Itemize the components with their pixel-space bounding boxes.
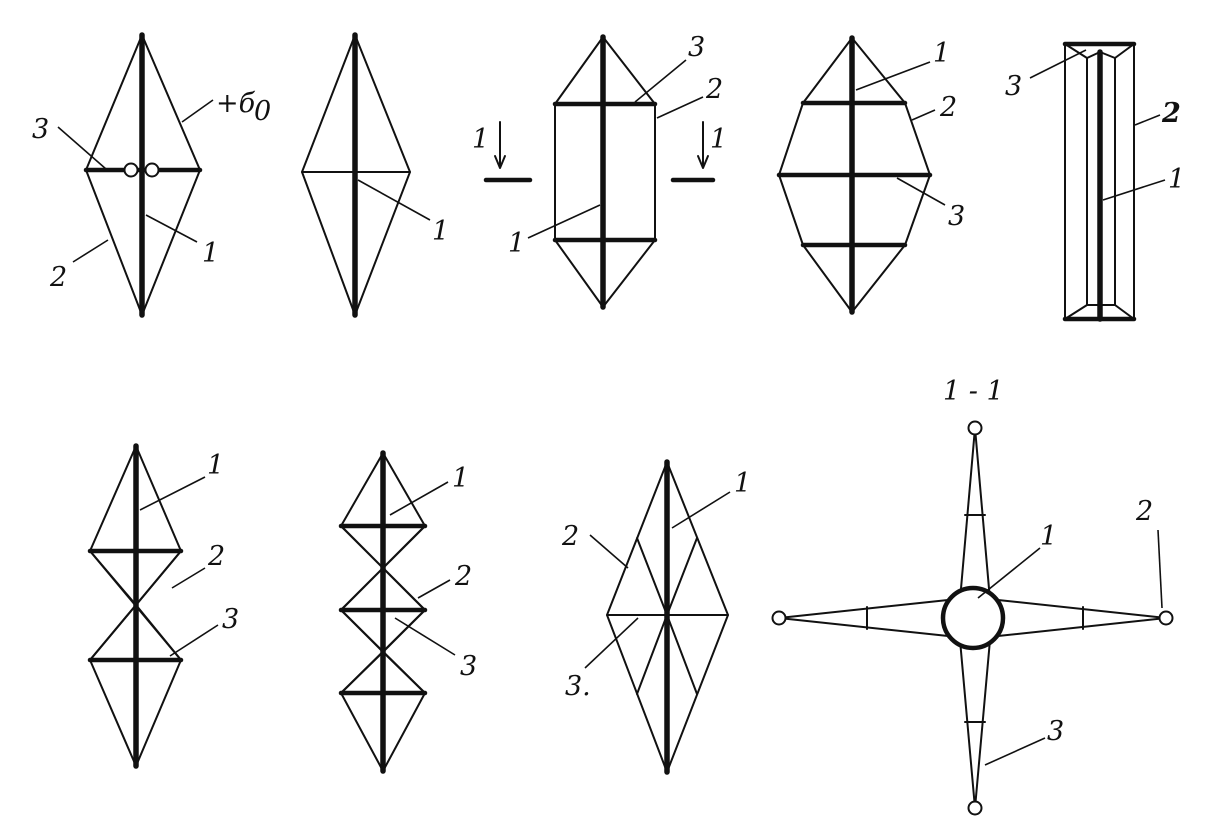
section-node-top — [967, 420, 983, 436]
fig6-label-3: 3 — [222, 604, 239, 635]
section-core-tube — [940, 585, 1006, 651]
fig8-leader-1 — [671, 491, 731, 529]
fig6-leader-1 — [139, 476, 206, 511]
fig1-leader-2 — [72, 239, 109, 263]
fig1-label-1: 1 — [202, 238, 219, 269]
figure-3-prism-column: 3 2 1 1 1 — [472, 32, 727, 310]
fig1-leader-3 — [57, 126, 107, 170]
section-arm-left — [778, 599, 949, 637]
fig3-label-1: 1 — [508, 228, 525, 259]
fig3-leader-1 — [527, 204, 601, 239]
fig8-brace-upper-left — [636, 537, 668, 616]
fig2-label-1: 1 — [432, 216, 449, 247]
fig7-label-2: 2 — [454, 561, 472, 592]
figure-4-polygonal-column: 1 2 3 — [776, 35, 965, 315]
fig8-brace-lower-right — [666, 614, 698, 695]
fig5-label-2: 2 — [1161, 98, 1181, 129]
fig1-leader-b0 — [181, 99, 214, 123]
fig7-leader-1 — [389, 481, 449, 516]
figure-2-diamond-column: 1 — [301, 32, 449, 318]
fig4-label-1: 1 — [933, 38, 950, 69]
section-node-bottom — [967, 800, 983, 816]
section-leader-3 — [984, 737, 1046, 766]
fig7-label-1: 1 — [452, 463, 469, 494]
fig1-label-b0-subscript: 0 — [254, 96, 271, 127]
fig3-label-3: 3 — [688, 32, 705, 63]
fig3-label-2: 2 — [705, 74, 723, 105]
fig7-leader-3 — [394, 617, 456, 656]
fig4-label-2: 2 — [939, 92, 957, 123]
section-leader-1 — [977, 547, 1041, 599]
fig1-leader-1 — [145, 214, 198, 243]
fig4-leader-3 — [896, 177, 946, 206]
fig6-label-1: 1 — [207, 450, 224, 481]
section-label-2: 2 — [1135, 496, 1153, 527]
fig3-leader-2 — [656, 96, 704, 119]
fig3-section-cut-right: 1 — [670, 121, 727, 183]
fig6-leader-3 — [169, 624, 219, 657]
fig7-leader-2 — [417, 579, 451, 599]
fig1-label-3: 3 — [32, 114, 49, 145]
fig8-label-1: 1 — [734, 468, 751, 499]
section-title: 1 - 1 — [943, 376, 1004, 407]
fig4-label-3: 3 — [948, 201, 965, 232]
fig6-leader-2 — [171, 567, 206, 589]
fig8-leader-2 — [589, 534, 629, 569]
fig3-cut-label-left: 1 — [472, 124, 489, 155]
fig1-label-b0: +б — [216, 88, 256, 119]
figure-7-triple-diamond-column: 1 2 3 — [338, 450, 477, 774]
section-node-left — [771, 610, 787, 626]
fig5-leader-2 — [1134, 114, 1161, 126]
section-node-right — [1158, 610, 1174, 626]
fig5-label-3: 3 — [1005, 71, 1022, 102]
fig5-label-1: 1 — [1168, 164, 1185, 195]
figure-6-double-diamond-column: 1 2 3 — [87, 443, 239, 769]
fig4-leader-1 — [855, 61, 931, 91]
fig6-label-2: 2 — [207, 541, 225, 572]
fig8-brace-upper-right — [666, 537, 698, 616]
fig5-leader-1 — [1102, 179, 1166, 201]
figure-8-braced-diamond-column: 1 2 3. — [561, 459, 751, 775]
section-1-1-cross: 1 - 1 1 2 3 — [771, 376, 1174, 816]
fig3-leader-3 — [634, 59, 687, 103]
fig5-leader-3 — [1029, 49, 1087, 79]
fig8-brace-lower-left — [636, 614, 668, 695]
fig1-hinge-left — [123, 162, 139, 178]
fig4-leader-2 — [911, 109, 936, 121]
section-label-3: 3 — [1047, 716, 1064, 747]
fig3-section-cut-left: 1 — [472, 121, 533, 183]
section-leader-2 — [1157, 529, 1163, 609]
fig1-label-2: 2 — [49, 262, 67, 293]
fig2-leader-1 — [357, 179, 431, 221]
fig8-label-3: 3. — [565, 671, 591, 702]
fig1-hinge-right — [144, 162, 160, 178]
fig8-label-2: 2 — [561, 521, 579, 552]
section-label-1: 1 — [1040, 521, 1057, 552]
section-arm-bottom — [959, 639, 991, 809]
fig3-cut-label-right: 1 — [710, 124, 727, 155]
figure-5-rectangular-column: 3 2 1 — [1005, 41, 1185, 322]
figure-1-diamond-column: 3 +б 0 2 1 — [32, 32, 271, 318]
fig7-label-3: 3 — [460, 651, 477, 682]
fig8-leader-3 — [584, 617, 639, 669]
